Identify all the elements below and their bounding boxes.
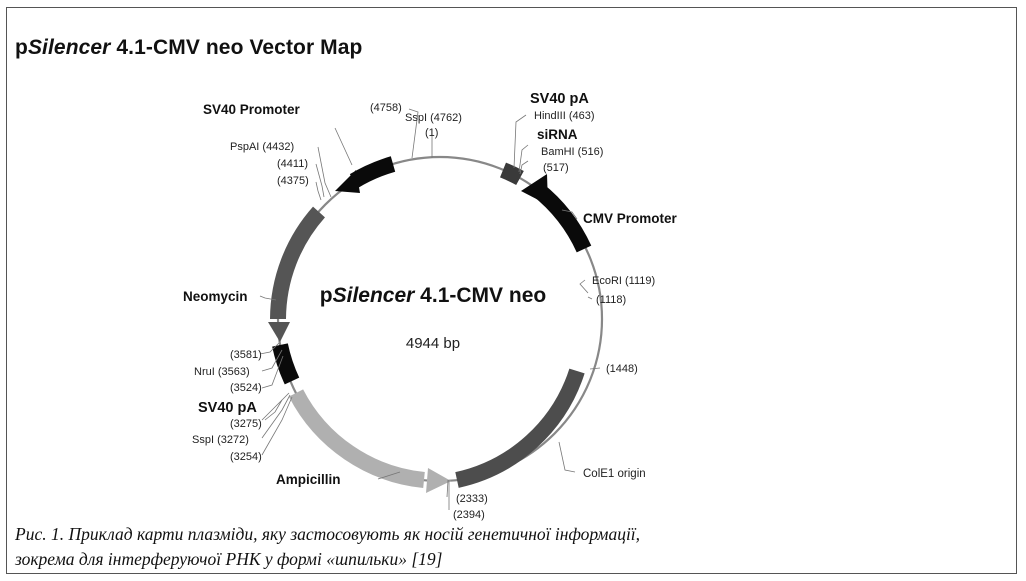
feature-labels: SV40 Promoter SV40 pA siRNA CMV Promoter… — [183, 91, 678, 487]
caption-line-2: зокрема для інтерферуючої РНК у формі «ш… — [15, 549, 443, 569]
label-sv40-pa-top: SV40 pA — [530, 91, 589, 107]
site-2394: (2394) — [453, 509, 485, 521]
cole1-origin-arc — [455, 368, 585, 488]
site-3581: (3581) — [230, 349, 262, 361]
site-bamhi: BamHI (516) — [541, 146, 603, 158]
site-517: (517) — [543, 162, 569, 174]
ampicillin-arrowhead — [426, 468, 451, 493]
label-sirna: siRNA — [537, 127, 578, 142]
label-neomycin: Neomycin — [183, 289, 248, 304]
sirna-box — [499, 162, 524, 186]
neomycin-arc — [270, 206, 326, 320]
ampicillin-arc — [288, 389, 425, 488]
site-hindiii: HindIII (463) — [534, 110, 595, 122]
neomycin-arrowhead — [268, 322, 290, 342]
figure-caption: Рис. 1. Приклад карти плазміди, яку заст… — [15, 522, 1005, 572]
site-3254: (3254) — [230, 451, 262, 463]
label-sv40-promoter: SV40 Promoter — [203, 102, 301, 117]
plasmid-name: pSilencer 4.1-CMV neo — [320, 284, 546, 307]
sv40-promoter-arrowhead — [335, 170, 360, 193]
site-ecori: EcoRI (1119) — [592, 275, 655, 287]
label-cole1-origin: ColE1 origin — [583, 468, 646, 480]
site-sspi-3272: SspI (3272) — [192, 434, 249, 446]
site-1448: (1448) — [606, 363, 638, 375]
caption-line-1: Рис. 1. Приклад карти плазміди, яку заст… — [15, 524, 641, 544]
figure-frame — [6, 7, 1017, 574]
site-1: (1) — [425, 127, 438, 139]
site-3524: (3524) — [230, 382, 262, 394]
plasmid-size: 4944 bp — [406, 335, 460, 352]
site-4375: (4375) — [277, 175, 309, 187]
site-4758: (4758) — [370, 102, 402, 114]
site-pspai: PspAI (4432) — [230, 141, 294, 153]
figure-title: pSilencer 4.1-CMV neo Vector Map — [15, 36, 363, 59]
sv40-promoter-arc — [349, 156, 396, 188]
site-nrui: NruI (3563) — [194, 366, 250, 378]
cmv-promoter-arrowhead — [521, 174, 548, 205]
sv40-pa-left-box — [272, 343, 300, 385]
site-1118: (1118) — [596, 294, 626, 306]
label-ampicillin: Ampicillin — [276, 472, 341, 487]
label-cmv-promoter: CMV Promoter — [583, 211, 678, 226]
site-4411: (4411) — [277, 158, 308, 170]
label-sv40-pa-left: SV40 pA — [198, 400, 257, 416]
site-2333: (2333) — [456, 493, 488, 505]
site-labels: (4758) SspI (4762) (1) PspAI (4432) (441… — [192, 102, 655, 521]
leader-lines — [259, 108, 601, 510]
site-3275: (3275) — [230, 418, 262, 430]
site-sspi-4762: SspI (4762) — [405, 112, 462, 124]
